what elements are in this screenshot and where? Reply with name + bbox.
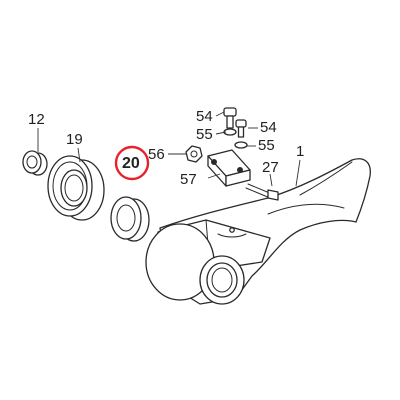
callout-20-highlight-ring <box>114 145 150 181</box>
callout-57: 57 <box>180 171 197 188</box>
callout-54-lower: 54 <box>260 119 277 136</box>
bolt-part-54-lower <box>234 119 248 149</box>
bolt-part-54-upper <box>223 107 237 136</box>
callout-56: 56 <box>148 146 165 163</box>
callout-54-upper: 54 <box>196 108 213 125</box>
bracket-part-57 <box>207 149 251 187</box>
bearing-housing-part-19 <box>47 155 105 221</box>
callout-1: 1 <box>296 143 304 160</box>
ring-part-20 <box>110 196 150 242</box>
callout-27: 27 <box>262 159 279 176</box>
bushing-part-12 <box>22 150 48 176</box>
callout-19: 19 <box>66 131 83 148</box>
arm-part-1 <box>145 158 371 305</box>
callout-55-upper: 55 <box>196 126 213 143</box>
leader-lines <box>37 111 301 187</box>
bolt-part-27 <box>245 183 279 201</box>
callout-55-lower: 55 <box>258 137 275 154</box>
callout-20: 20 <box>122 155 140 172</box>
callout-12: 12 <box>28 111 45 128</box>
nut-part-56 <box>185 145 203 163</box>
